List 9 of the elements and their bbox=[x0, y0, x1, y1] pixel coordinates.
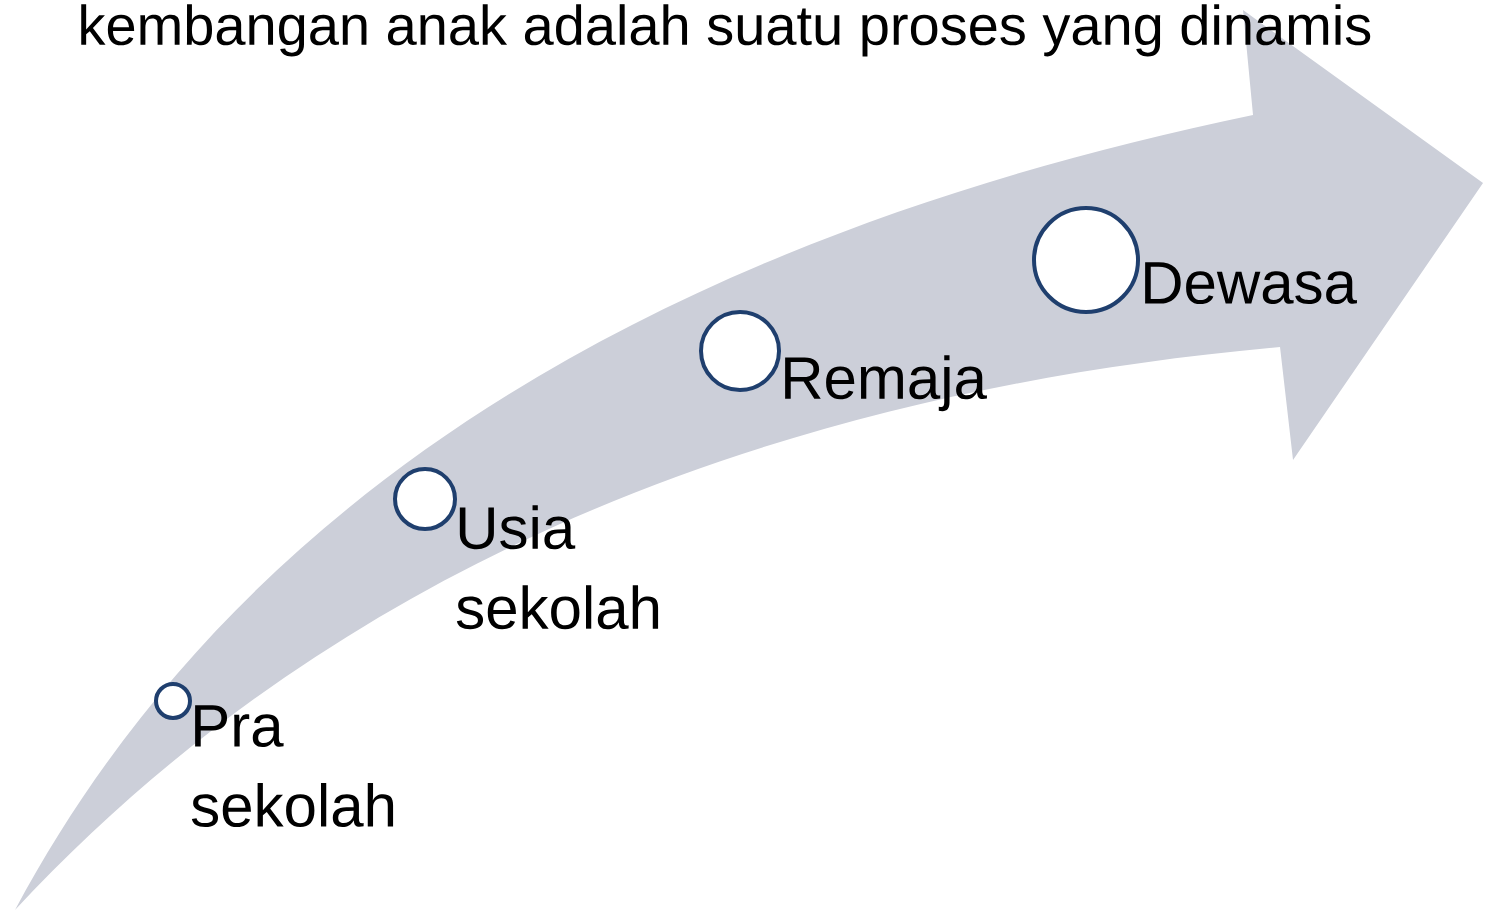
circle-marker bbox=[699, 310, 781, 392]
stage-label: Remaja bbox=[785, 355, 987, 412]
stage-label: Pra sekolah bbox=[191, 705, 394, 828]
title: kembangan anak adalah suatu proses yang dinamis bbox=[81, 4, 1371, 57]
stage-label: Usia sekolah bbox=[456, 505, 659, 630]
circle-marker bbox=[154, 682, 192, 720]
stage-label: Dewasa bbox=[1145, 262, 1357, 305]
circle-marker bbox=[393, 467, 457, 531]
circle-marker bbox=[1032, 206, 1140, 314]
